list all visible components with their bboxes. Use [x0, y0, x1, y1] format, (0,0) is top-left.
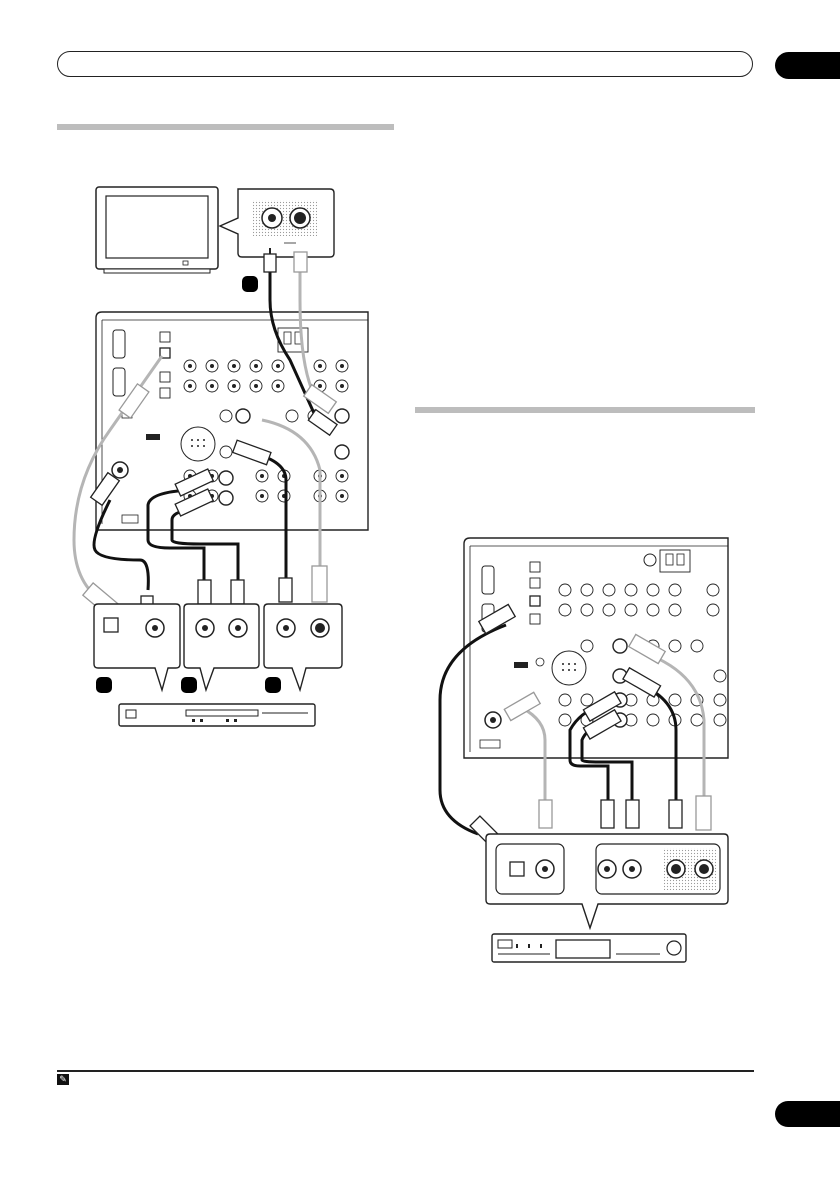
footer-rule	[57, 1070, 754, 1072]
dvd-player-icon	[119, 704, 315, 726]
step-marker	[242, 276, 258, 292]
rca-jack-icon	[262, 208, 282, 228]
step-marker	[265, 677, 281, 693]
recorder-jack-panel	[486, 834, 728, 928]
tv-jack-panel	[220, 189, 334, 257]
dvd-jack-panels	[94, 604, 342, 690]
tv-dvd-connection-diagram	[60, 180, 380, 740]
power-button-icon	[667, 941, 681, 955]
chapter-header	[57, 51, 753, 77]
step-marker	[181, 677, 197, 693]
s-video-jack-icon	[290, 208, 310, 228]
page-number-tab	[775, 1101, 840, 1127]
tv-icon	[96, 187, 218, 273]
recorder-icon	[492, 934, 686, 962]
step-marker	[96, 677, 112, 693]
note-icon: ✎	[57, 1074, 69, 1085]
optical-jack-icon	[104, 618, 118, 632]
recorder-connection-diagram	[430, 530, 740, 970]
optical-jack-icon	[510, 862, 524, 876]
section-rule-right	[415, 407, 755, 413]
section-rule-left	[57, 124, 394, 130]
chapter-tab	[775, 52, 840, 79]
